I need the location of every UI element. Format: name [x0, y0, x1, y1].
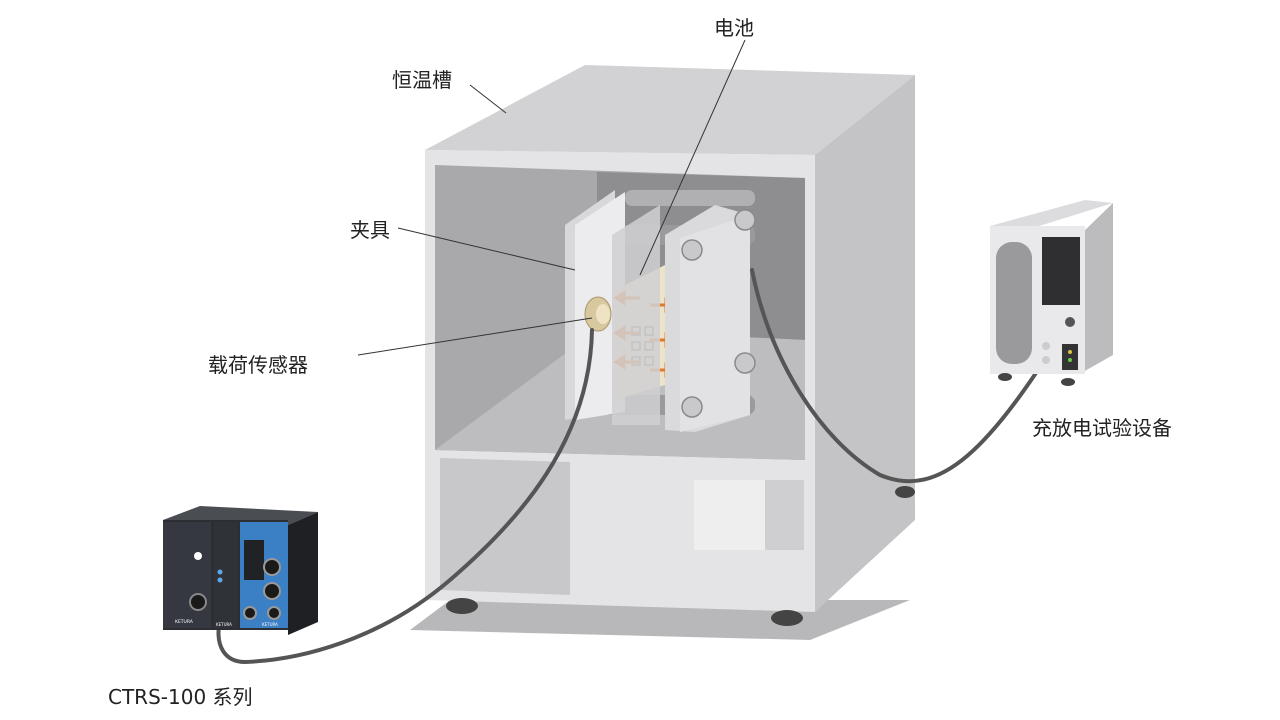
sensor-cable: [216, 328, 594, 665]
label-load-sensor: 载荷传感器: [208, 353, 308, 377]
leader-battery: [639, 39, 746, 276]
controller-brand-right: KETURA: [262, 622, 278, 627]
fixture-nuts: [681, 209, 756, 418]
label-controller: CTRS-100 系列: [108, 685, 253, 709]
leader-lines: [357, 39, 746, 356]
fixture-assembly: [565, 190, 756, 432]
leader-load-sensor: [357, 317, 593, 356]
cables: [216, 268, 1072, 665]
label-fixture: 夹具: [350, 218, 390, 242]
leader-fixture: [397, 227, 576, 271]
label-battery: 电池: [714, 16, 754, 40]
battery-cable: [750, 268, 1072, 484]
label-chamber: 恒温槽: [392, 68, 452, 92]
ctrs-controller: KETURA KETURA KETURA: [163, 506, 318, 635]
leader-chamber: [469, 84, 507, 114]
label-tester: 充放电试验设备: [1032, 416, 1172, 440]
controller-brand-mid: KETURA: [216, 622, 232, 627]
tester-tank: [996, 242, 1032, 364]
tester-screen: [1042, 237, 1080, 305]
charge-discharge-tester: [990, 200, 1113, 386]
controller-brand-left: KETURA: [175, 619, 194, 625]
